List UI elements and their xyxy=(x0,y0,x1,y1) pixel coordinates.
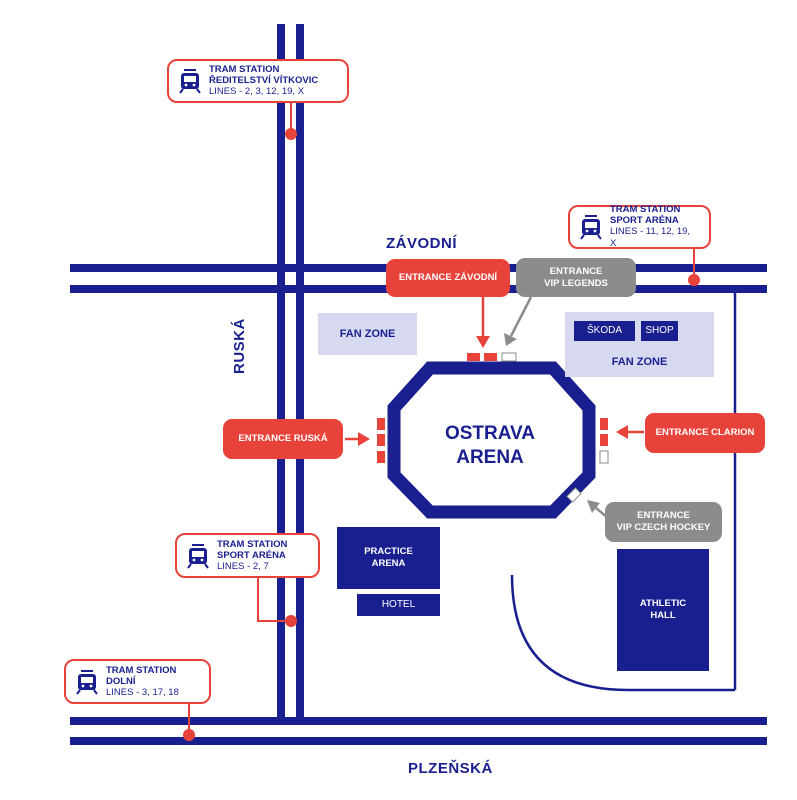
street-label-plzenska: PLZEŇSKÁ xyxy=(408,760,493,777)
hotel[interactable]: HOTEL xyxy=(357,594,440,616)
tram-station-name: SPORT ARÉNA xyxy=(609,215,679,226)
entrance-label: ENTRANCE RUSKÁ xyxy=(238,433,328,444)
connector-sport-arena-west xyxy=(257,577,297,627)
arena-building xyxy=(387,361,596,519)
connector-dolni xyxy=(183,702,195,741)
practice-arena-line1: PRACTICE xyxy=(364,546,413,557)
entrance-zavodni[interactable]: ENTRANCE ZÁVODNÍ xyxy=(386,259,510,297)
arrow-clarion xyxy=(616,425,644,439)
tram-station-sport-arena-east[interactable]: TRAM STATION SPORT ARÉNA LINES - 11, 12,… xyxy=(568,204,711,250)
entrance-sublabel: VIP LEGENDS xyxy=(544,277,608,289)
athletic-hall-line2: HALL xyxy=(650,610,676,621)
street-label-ruska: RUSKÁ xyxy=(231,318,248,374)
tram-station-lines: LINES - 11, 12, 19, X xyxy=(609,226,691,249)
gates-zavodni xyxy=(467,352,517,362)
tram-icon xyxy=(580,215,602,240)
connector-sport-arena-east xyxy=(688,248,700,286)
entrance-vip-legends[interactable]: ENTRANCE VIP LEGENDS xyxy=(516,258,636,297)
arrow-vip-legends xyxy=(504,296,533,346)
tram-station-text: TRAM STATION SPORT ARÉNA LINES - 11, 12,… xyxy=(610,204,699,250)
entrance-ruska[interactable]: ENTRANCE RUSKÁ xyxy=(223,419,343,459)
path-curve xyxy=(510,574,735,692)
practice-arena[interactable]: PRACTICE ARENA xyxy=(337,527,440,589)
entrance-label: ENTRANCE xyxy=(637,510,690,521)
tram-icon xyxy=(187,543,209,569)
tram-station-name: ŘEDITELSTVÍ VÍTKOVIC xyxy=(209,75,319,86)
fan-zone-west[interactable]: FAN ZONE xyxy=(318,313,417,355)
arrow-ruska xyxy=(345,432,370,446)
entrance-label: ENTRANCE ZÁVODNÍ xyxy=(398,272,498,283)
tram-station-dolni[interactable]: TRAM STATION DOLNÍ LINES - 3, 17, 18 xyxy=(64,659,211,704)
gates-clarion xyxy=(599,418,609,464)
skoda-booth[interactable]: ŠKODA xyxy=(574,321,635,341)
arena-name-line1: OSTRAVA xyxy=(444,423,536,444)
tram-station-lines: LINES - 2, 3, 12, 19, X xyxy=(209,86,305,97)
tram-icon xyxy=(76,669,98,695)
entrance-sublabel: VIP CZECH HOCKEY xyxy=(616,522,711,533)
athletic-hall-line1: ATHLETIC xyxy=(639,598,687,609)
tram-station-name: SPORT ARÉNA xyxy=(217,549,286,561)
street-label-zavodni: ZÁVODNÍ xyxy=(386,235,457,252)
entrance-clarion[interactable]: ENTRANCE CLARION xyxy=(645,413,765,453)
tram-station-title: TRAM STATION xyxy=(106,664,177,676)
practice-arena-line2: ARENA xyxy=(371,558,406,569)
shop-booth[interactable]: SHOP xyxy=(641,321,678,341)
tram-station-name: DOLNÍ xyxy=(106,675,136,687)
connector-vitkovic xyxy=(285,102,297,140)
fan-zone-label: FAN ZONE xyxy=(611,356,668,368)
athletic-hall[interactable]: ATHLETIC HALL xyxy=(617,549,709,671)
tram-station-text: TRAM STATION DOLNÍ LINES - 3, 17, 18 xyxy=(106,665,179,699)
arrow-zavodni xyxy=(476,296,490,348)
tram-station-text: TRAM STATION SPORT ARÉNA LINES - 2, 7 xyxy=(217,539,287,573)
arena-label: OSTRAVA ARENA xyxy=(430,422,550,470)
road-ruska xyxy=(277,24,304,722)
road-plzenska xyxy=(70,717,767,745)
gate-vip-czech-hockey xyxy=(566,487,582,503)
tram-station-text: TRAM STATION ŘEDITELSTVÍ VÍTKOVIC LINES … xyxy=(209,64,318,98)
tram-icon xyxy=(179,69,201,94)
tram-station-title: TRAM STATION xyxy=(609,204,681,215)
tram-station-vitkovic[interactable]: TRAM STATION ŘEDITELSTVÍ VÍTKOVIC LINES … xyxy=(167,59,349,103)
tram-station-title: TRAM STATION xyxy=(209,64,280,75)
arena-name-line2: ARENA xyxy=(456,447,524,468)
tram-station-title: TRAM STATION xyxy=(217,538,288,550)
tram-station-lines: LINES - 3, 17, 18 xyxy=(106,686,179,698)
tram-station-sport-arena-west[interactable]: TRAM STATION SPORT ARÉNA LINES - 2, 7 xyxy=(175,533,320,578)
entrance-label: ENTRANCE CLARION xyxy=(655,427,755,438)
entrance-vip-czech-hockey[interactable]: ENTRANCE VIP CZECH HOCKEY xyxy=(605,502,722,542)
gates-ruska xyxy=(377,418,385,463)
entrance-label: ENTRANCE xyxy=(549,265,603,277)
tram-station-lines: LINES - 2, 7 xyxy=(217,560,269,572)
